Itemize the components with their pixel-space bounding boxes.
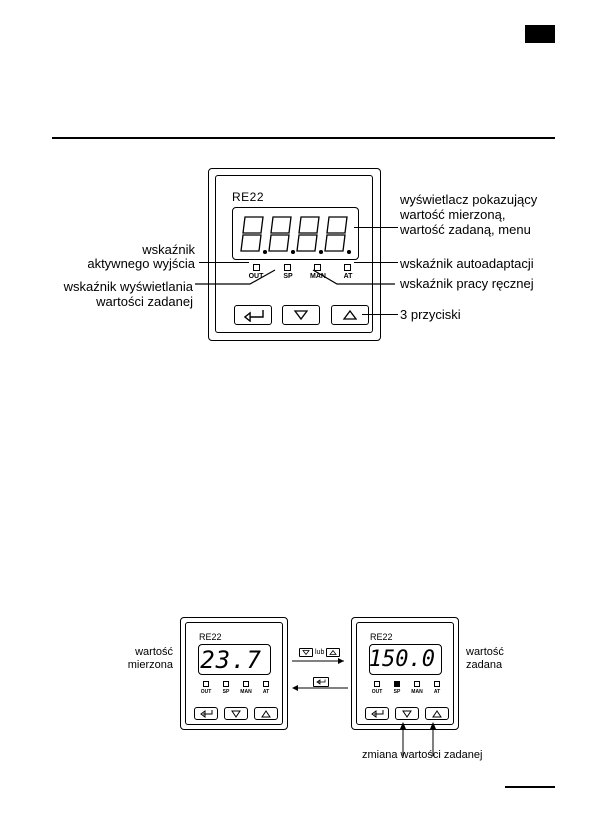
lcd-display-measured: 23.7 [198, 644, 271, 675]
callout-sp-2: wartości zadanej [96, 294, 193, 309]
callout-sp-1: wskaźnik wyświetlania [63, 279, 193, 294]
label-setpoint-1: wartość [466, 646, 504, 658]
callout-at: wskaźnik autoadaptacji [400, 256, 534, 271]
down-button-small[interactable] [395, 707, 419, 720]
led-label-sp-small: SP [393, 689, 401, 695]
callout-line-at [354, 262, 398, 264]
led-label-out: OUT [248, 273, 264, 280]
callout-display-1: wyświetlacz pokazujący [400, 192, 538, 207]
led-man-small [243, 681, 249, 687]
controller-setpoint-value: RE22 150.0 OUT SP MAN AT [351, 617, 459, 730]
caption-setpoint-change: zmiana wartości zadanej [362, 749, 483, 761]
led-label-out-small: OUT [371, 689, 383, 695]
transition-arrows [292, 658, 348, 691]
setpoint-value-text: 150.0 [368, 647, 435, 672]
lcd-display [232, 207, 359, 260]
led-out [253, 264, 260, 271]
brand-label: RE22 [232, 190, 265, 204]
measured-value-text: 23.7 [200, 645, 262, 674]
enter-key-icon [200, 710, 213, 718]
led-label-sp: SP [283, 273, 293, 280]
callout-line-display [354, 227, 398, 229]
led-label-man-small: MAN [411, 689, 423, 695]
enter-key-icon [313, 677, 329, 687]
up-arrow-icon [432, 709, 442, 717]
led-label-at-small: AT [433, 689, 441, 695]
label-setpoint-2: zadana [466, 659, 503, 671]
down-arrow-icon [231, 710, 241, 718]
forward-transition-label: lub [299, 648, 341, 657]
led-at-small [434, 681, 440, 687]
up-arrow-icon [261, 709, 271, 717]
led-label-at-small: AT [262, 689, 270, 695]
led-man-small [414, 681, 420, 687]
enter-button[interactable] [234, 305, 272, 325]
digit-1 [240, 216, 268, 255]
brand-label-small: RE22 [199, 632, 222, 642]
header-rule [52, 137, 555, 139]
callout-line-out [199, 262, 249, 264]
controller-front-panel: RE22 [208, 168, 381, 341]
callout-display-2: wartość mierzoną, [400, 207, 506, 222]
led-label-man: MAN [310, 273, 326, 280]
led-sp-small-active [394, 681, 400, 687]
led-label-sp-small: SP [222, 689, 230, 695]
label-measured-2: mierzona [127, 659, 173, 671]
led-at [344, 264, 351, 271]
digit-3 [296, 216, 324, 255]
down-button-small[interactable] [224, 707, 248, 720]
lcd-display-setpoint: 150.0 [369, 644, 442, 675]
callout-out-1: wskaźnik [142, 242, 195, 257]
label-measured-1: wartość [135, 646, 173, 658]
up-arrow-icon [342, 309, 358, 320]
enter-button-small[interactable] [194, 707, 218, 720]
footer-rule [505, 786, 555, 788]
down-arrow-icon [293, 310, 309, 321]
down-arrow-icon [402, 710, 412, 718]
enter-key-icon [371, 710, 384, 718]
up-arrow-icon [326, 648, 341, 657]
callout-lines-sp-man [195, 269, 395, 285]
controller-inner-frame: RE22 [215, 175, 373, 333]
controller-measured-value: RE22 23.7 OUT SP MAN AT [180, 617, 288, 730]
button-pointer-arrows [400, 722, 436, 756]
seven-segment-digits [240, 216, 352, 255]
led-sp-small [223, 681, 229, 687]
up-button-small[interactable] [425, 707, 449, 720]
section-tab-marker [525, 25, 555, 43]
callout-buttons: 3 przyciski [400, 307, 461, 322]
led-sp [284, 264, 291, 271]
led-out-small [374, 681, 380, 687]
callout-line-buttons [362, 314, 398, 316]
or-text: lub [315, 649, 325, 656]
callout-display-3: wartość zadaną, menu [400, 222, 531, 237]
led-out-small [203, 681, 209, 687]
led-man [314, 264, 321, 271]
down-arrow-icon [299, 648, 313, 657]
led-at-small [263, 681, 269, 687]
led-label-man-small: MAN [240, 689, 252, 695]
enter-button-small[interactable] [365, 707, 389, 720]
callout-out-2: aktywnego wyjścia [87, 256, 195, 271]
up-button-small[interactable] [254, 707, 278, 720]
enter-key-icon [243, 310, 264, 322]
led-label-out-small: OUT [200, 689, 212, 695]
callout-man: wskaźnik pracy ręcznej [400, 276, 534, 291]
led-label-at: AT [343, 273, 353, 280]
down-button[interactable] [282, 305, 320, 325]
digit-4 [324, 216, 352, 255]
brand-label-small: RE22 [370, 632, 393, 642]
digit-2 [268, 216, 296, 255]
